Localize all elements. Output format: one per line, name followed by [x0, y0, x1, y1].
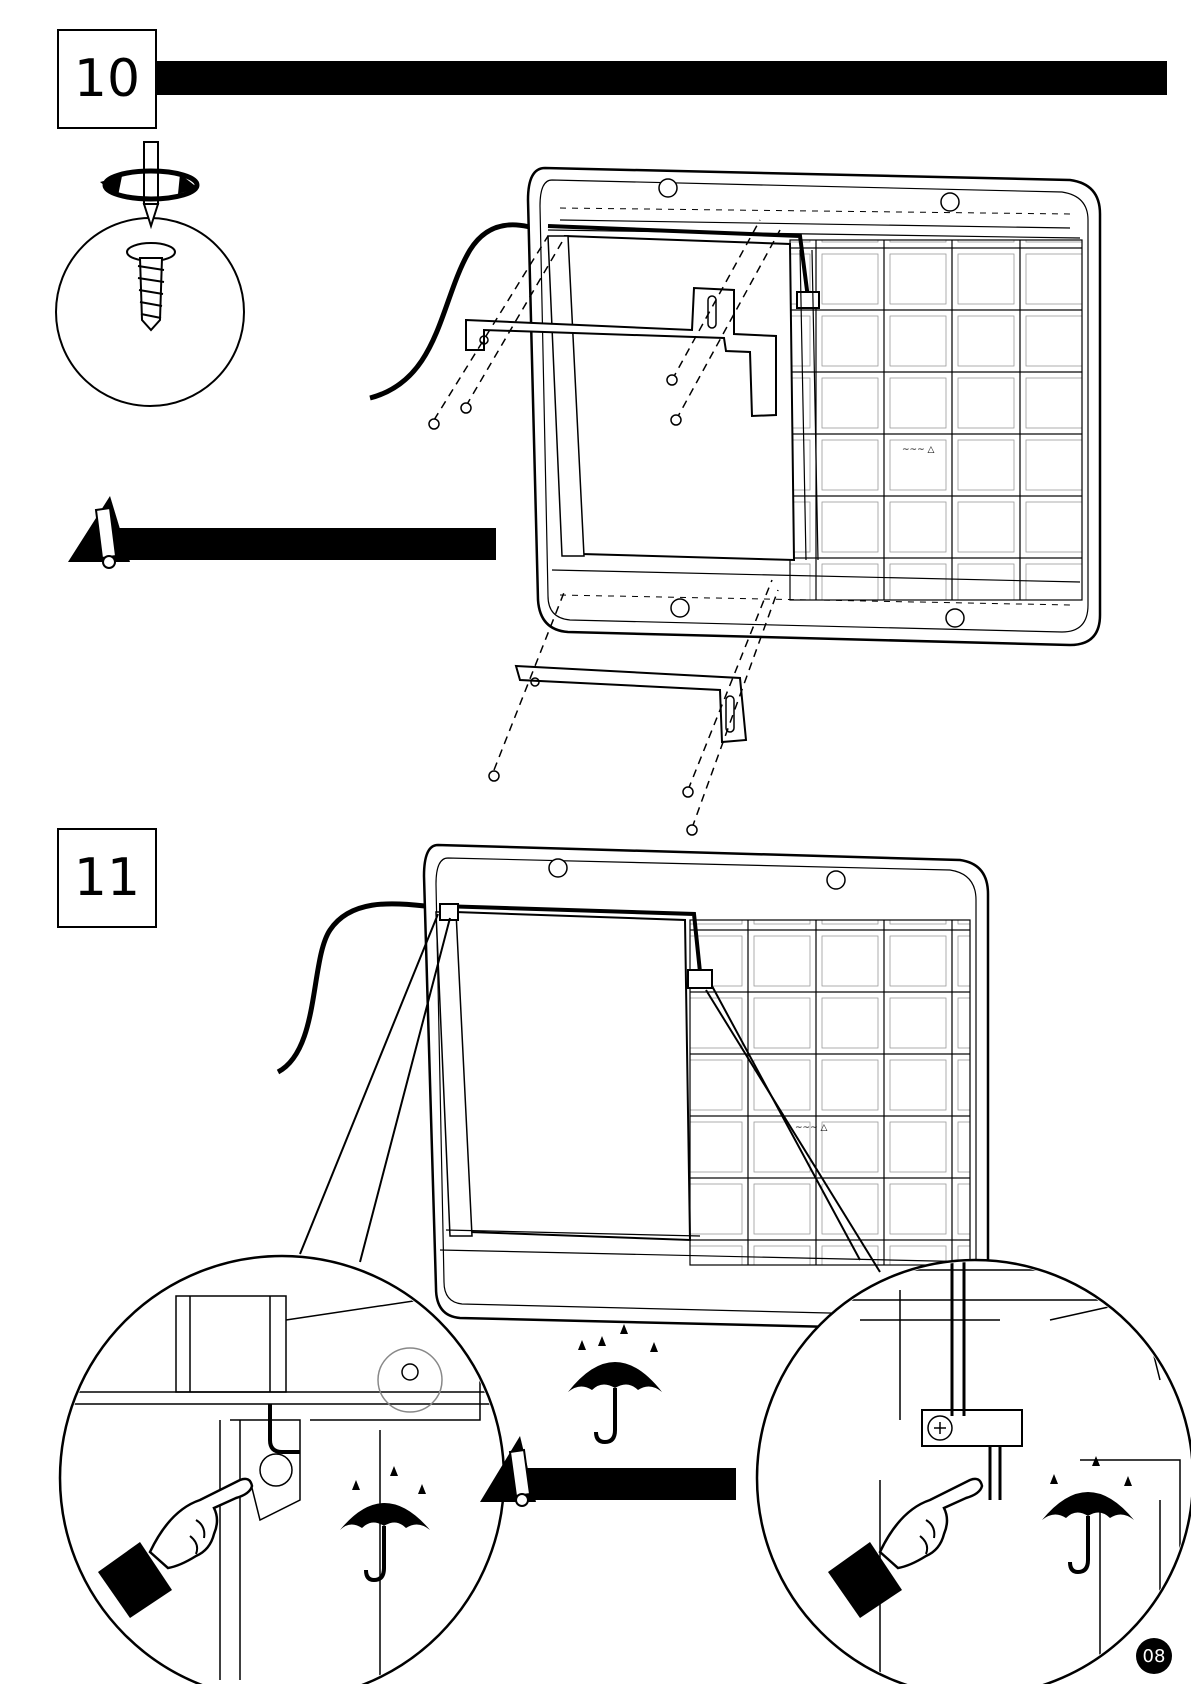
lid-step-11: ~~~ △	[424, 845, 988, 1330]
svg-text:~~~ △: ~~~ △	[795, 1123, 827, 1133]
detail-circle-left	[60, 1256, 520, 1684]
warning-icon	[480, 1436, 736, 1506]
warning-icon	[68, 496, 496, 568]
page-number: 08	[1136, 1638, 1172, 1674]
umbrella-rain-icon	[568, 1324, 662, 1442]
lid-step-10: ~~~ △	[528, 168, 1100, 645]
svg-text:~~~ △: ~~~ △	[902, 445, 934, 455]
